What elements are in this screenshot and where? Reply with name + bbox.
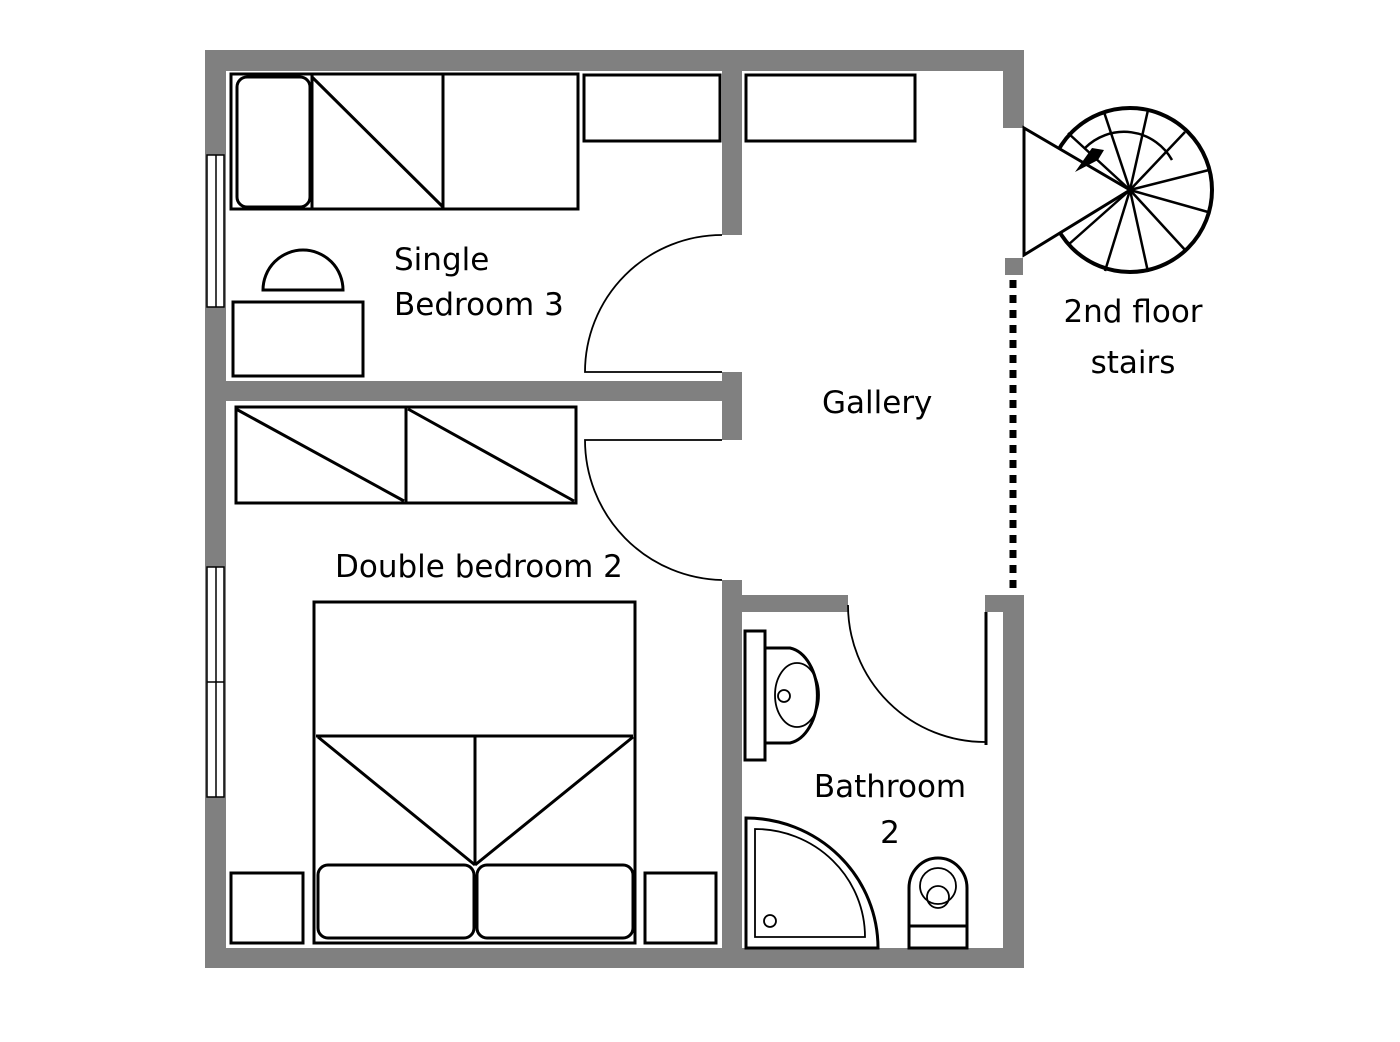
nightstand-right [643, 871, 718, 945]
shower [744, 816, 880, 950]
label-stairs-line1: 2nd floor [1063, 294, 1202, 330]
spiral-stairs[interactable] [1022, 106, 1214, 274]
label-single-bedroom-line1: Single [394, 242, 489, 278]
door-bedroom-2[interactable] [584, 439, 723, 581]
gallery-cabinet [744, 73, 917, 143]
double-bed [312, 600, 637, 945]
window-bedroom-3 [206, 154, 225, 308]
sink [743, 629, 820, 762]
walls [205, 50, 1024, 968]
label-stairs-line2: stairs [1091, 345, 1176, 381]
door-bathroom[interactable] [847, 604, 988, 745]
double-wardrobe [234, 405, 578, 505]
label-single-bedroom-line2: Bedroom 3 [394, 287, 564, 323]
wardrobe [582, 73, 722, 143]
label-double-bedroom: Double bedroom 2 [335, 549, 623, 585]
label-bathroom-line1: Bathroom [814, 769, 966, 805]
desk [231, 248, 365, 378]
toilet [907, 856, 969, 950]
label-bathroom-line2: 2 [880, 815, 900, 851]
label-gallery: Gallery [822, 385, 932, 421]
nightstand-left [229, 871, 305, 945]
door-bedroom-3[interactable] [584, 234, 723, 373]
single-bed [229, 72, 580, 211]
window-bedroom-2 [206, 566, 225, 798]
stairs-direction-arrow-icon [1075, 148, 1104, 172]
